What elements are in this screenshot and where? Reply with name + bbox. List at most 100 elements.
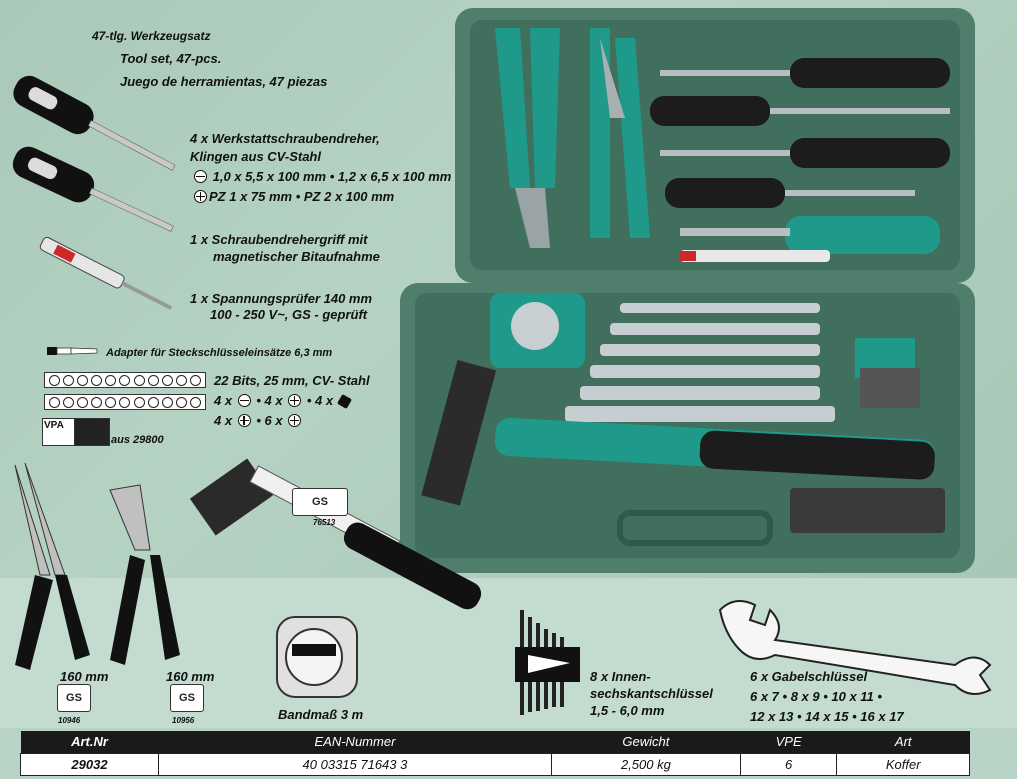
slotted-sizes: 1,0 x 5,5 x 100 mm • 1,2 x 6,5 x 100 mm (212, 169, 452, 184)
product-table: Art.Nr EAN-Nummer Gewicht VPE Art 29032 … (20, 731, 970, 776)
quality-mark-icon (75, 419, 109, 445)
table-header-cell: Gewicht (551, 731, 741, 753)
bit-icon (105, 374, 117, 386)
screwdriver-spec-line4: PZ 1 x 75 mm • PZ 2 x 100 mm (192, 188, 394, 205)
bit-icon (176, 374, 188, 386)
bit-icon (133, 396, 145, 408)
case-pliers-icon (495, 28, 650, 248)
wrench-illustration (718, 600, 992, 695)
wrench-spec-line2: 6 x 7 • 8 x 9 • 10 x 11 • (750, 689, 882, 704)
bit-icon (105, 396, 117, 408)
bits-spec-line3: 4 x • 6 x (214, 412, 303, 429)
bit-icon (190, 374, 202, 386)
bit-icon (91, 396, 103, 408)
case-hex-keys-icon (855, 338, 920, 408)
bit-icon (119, 396, 131, 408)
table-cell: 29032 (20, 752, 159, 776)
bit-icon (147, 374, 159, 386)
phillips-icon (288, 394, 302, 407)
bit-icon (161, 396, 173, 408)
case-wrenches-icon (565, 303, 835, 422)
table-header-cell: EAN-Nummer (158, 731, 552, 753)
bits-count: • 6 x (256, 413, 283, 428)
wrench-spec-line3: 12 x 13 • 14 x 15 • 16 x 17 (750, 709, 904, 724)
bits-count: 4 x (214, 413, 233, 428)
pozidriv-icon (237, 414, 251, 427)
cert-number: 76513 (313, 518, 336, 527)
gs-certification-badge: GS (57, 684, 91, 712)
aus-reference: aus 29800 (111, 434, 164, 446)
bit-icon (133, 374, 145, 386)
bit-icon (119, 374, 131, 386)
hexkey-spec-line3: 1,5 - 6,0 mm (590, 703, 665, 718)
tool-case-photo (400, 8, 975, 573)
slotted-icon (194, 170, 207, 183)
cert-number: 10956 (172, 716, 195, 725)
gs-certification-badge: GS (170, 684, 204, 712)
screwdriver-spec-line1: 4 x Werkstattschraubendreher, (190, 131, 380, 146)
bit-icon (48, 374, 60, 386)
bit-icon (91, 374, 103, 386)
gs-certification-badge: GS (292, 488, 348, 516)
bits-row-1 (44, 372, 206, 388)
case-screwdrivers-icon (650, 58, 950, 262)
pozidriv-icon (194, 190, 207, 203)
bit-icon (161, 374, 173, 386)
vpa-quality-badge: VPA (42, 418, 110, 446)
table-cell: 2,500 kg (550, 752, 741, 776)
bit-icon (190, 396, 202, 408)
case-bits-icon (790, 488, 945, 533)
long-nose-pliers-illustration (14, 462, 90, 670)
table-header-cell: Art (836, 731, 970, 753)
hex-icon (336, 393, 352, 410)
bits-count: • 4 x (306, 393, 334, 408)
bits-count: 4 x (214, 393, 233, 408)
cert-number: 10946 (58, 716, 81, 725)
bit-icon (76, 374, 88, 386)
title-english: Tool set, 47-pcs. (120, 51, 222, 66)
tester-spec-line2: 100 - 250 V~, GS - geprüft (210, 307, 368, 322)
title-german: 47-tlg. Werkzeugsatz (92, 29, 211, 43)
table-header-row: Art.Nr EAN-Nummer Gewicht VPE Art (20, 731, 970, 753)
torx-icon (288, 414, 302, 427)
screwdriver-spec-line3: 1,0 x 5,5 x 100 mm • 1,2 x 6,5 x 100 mm (192, 168, 451, 185)
table-cell: 40 03315 71643 3 (157, 752, 552, 776)
bits-count: • 4 x (256, 393, 283, 408)
case-hammer-icon (421, 360, 936, 506)
tape-measure-illustration (276, 616, 358, 698)
pliers-length-label: 160 mm (60, 669, 109, 684)
table-cell: Koffer (836, 752, 970, 776)
hexkey-spec-line2: sechskantschlüssel (590, 686, 713, 701)
pozidriv-sizes: PZ 1 x 75 mm • PZ 2 x 100 mm (209, 189, 395, 204)
tape-measure-label: Bandmaß 3 m (278, 707, 364, 722)
bits-spec-line1: 22 Bits, 25 mm, CV- Stahl (214, 373, 370, 388)
title-spanish: Juego de herramientas, 47 piezas (120, 74, 328, 89)
screwdrivers-illustration (12, 75, 176, 232)
hexkey-spec-line1: 8 x Innen- (590, 669, 651, 684)
bit-icon (48, 396, 60, 408)
tester-spec-line1: 1 x Spannungsprüfer 140 mm (190, 291, 373, 306)
case-tape-measure-icon (490, 293, 585, 368)
wrench-spec-line1: 6 x Gabelschlüssel (750, 669, 868, 684)
table-row: 29032 40 03315 71643 3 2,500 kg 6 Koffer (20, 752, 970, 776)
handle-spec-line1: 1 x Schraubendrehergriff mit (190, 232, 368, 247)
vpa-logo: VPA (43, 419, 75, 445)
bit-icon (62, 374, 74, 386)
bit-icon (176, 396, 188, 408)
voltage-tester-illustration (39, 236, 173, 310)
screwdriver-spec-line2: Klingen aus CV-Stahl (190, 149, 321, 164)
slotted-icon (237, 394, 251, 407)
hex-keys-illustration (515, 610, 580, 715)
bit-icon (62, 396, 74, 408)
adapter-spec: Adapter für Steckschlüsseleinsätze 6,3 m… (106, 347, 333, 359)
table-header-cell: VPE (740, 731, 837, 753)
side-cutter-illustration (109, 484, 180, 665)
handle-spec-line2: magnetischer Bitaufnahme (213, 249, 380, 264)
table-header-cell: Art.Nr (20, 731, 159, 753)
bits-spec-line2: 4 x • 4 x • 4 x (214, 392, 352, 410)
bit-icon (76, 396, 88, 408)
bits-row-2 (44, 394, 206, 410)
adapter-icon (47, 347, 98, 355)
table-cell: 6 (739, 752, 838, 776)
